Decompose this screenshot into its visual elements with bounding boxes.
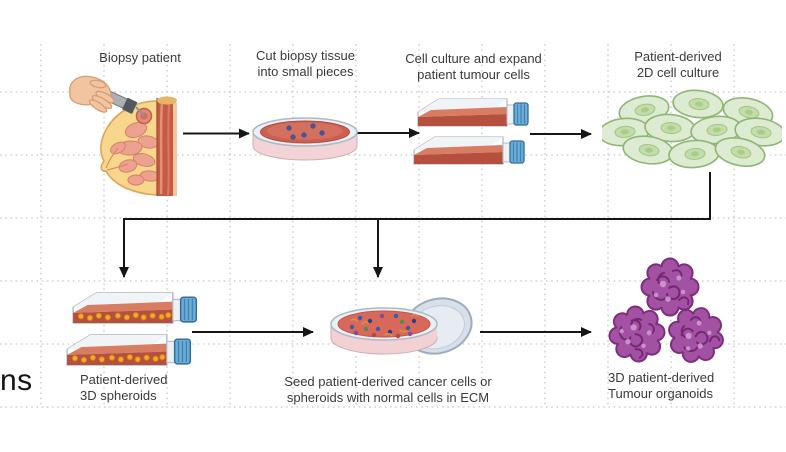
step-label-culture: Cell culture and expand patient tumour c… [405, 51, 542, 82]
2d-cell-monolayer-icon [602, 88, 782, 172]
breast-cross-section-icon [100, 96, 177, 196]
connector-2d-to-bottom-row [124, 172, 711, 220]
flasks-with-spheroids-icon [66, 291, 198, 366]
step-label-cut: Cut biopsy tissue into small pieces [256, 48, 355, 79]
tissue-pieces-icon [286, 123, 325, 140]
step-label-2d-culture: Patient-derived 2D cell culture [634, 49, 722, 80]
step-label-3d-spheroids: Patient-derived 3D spheroids [80, 372, 168, 403]
open-petri-dish-with-lid-icon [330, 297, 473, 355]
stacked-culture-flasks-icon [413, 98, 529, 165]
step-label-biopsy: Biopsy patient [99, 50, 181, 65]
breast-biopsy-illustration [69, 75, 177, 196]
step-label-organoids: 3D patient-derived Tumour organoids [608, 370, 715, 401]
hand-icon [69, 75, 115, 113]
petri-dish-with-tissue-pieces-icon [252, 117, 358, 161]
cropped-text-fragment: ns [0, 364, 33, 397]
step-label-seed-ecm: Seed patient-derived cancer cells or sph… [284, 374, 492, 405]
flow-arrows [119, 128, 711, 337]
seeded-cells-icon [349, 313, 419, 339]
